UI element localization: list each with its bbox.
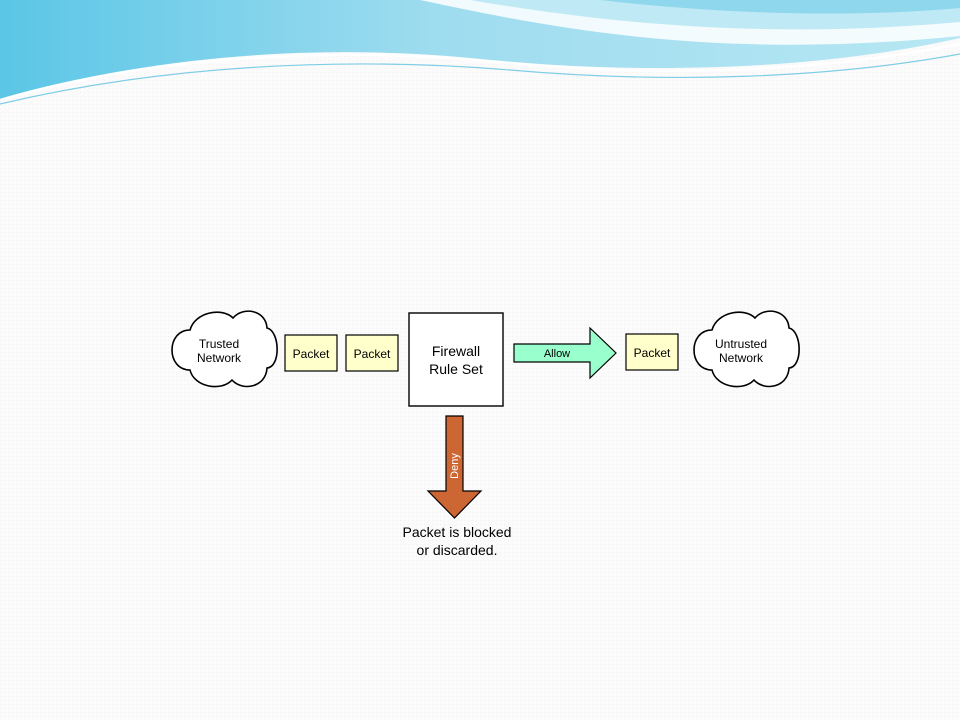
result-text-line2: or discarded.	[417, 542, 498, 558]
trusted-network-label-line1: Trusted	[199, 337, 239, 351]
packet-box-1: Packet	[284, 334, 338, 372]
packet-label-3: Packet	[634, 346, 671, 360]
untrusted-network-label-line2: Network	[719, 351, 764, 365]
firewall-label-line2: Rule Set	[429, 361, 483, 377]
result-text-line1: Packet is blocked	[403, 524, 512, 540]
trusted-network-cloud: Trusted Network	[171, 310, 278, 388]
untrusted-network-cloud: Untrusted Network	[693, 310, 800, 388]
blocked-result-text: Packet is blocked or discarded.	[403, 524, 512, 558]
packet-box-2: Packet	[345, 334, 399, 372]
allow-arrow: Allow	[513, 326, 617, 380]
deny-arrow: Deny	[426, 415, 483, 519]
allow-label: Allow	[544, 348, 570, 360]
trusted-network-label-line2: Network	[197, 351, 242, 365]
deny-label: Deny	[449, 453, 461, 479]
packet-label-1: Packet	[293, 347, 330, 361]
firewall-rule-set-box: Firewall Rule Set	[408, 312, 504, 407]
packet-label-2: Packet	[354, 347, 391, 361]
header-wave-decoration	[0, 0, 960, 105]
firewall-label-line1: Firewall	[432, 343, 480, 359]
untrusted-network-label-line1: Untrusted	[715, 337, 767, 351]
packet-box-3: Packet	[625, 333, 679, 371]
